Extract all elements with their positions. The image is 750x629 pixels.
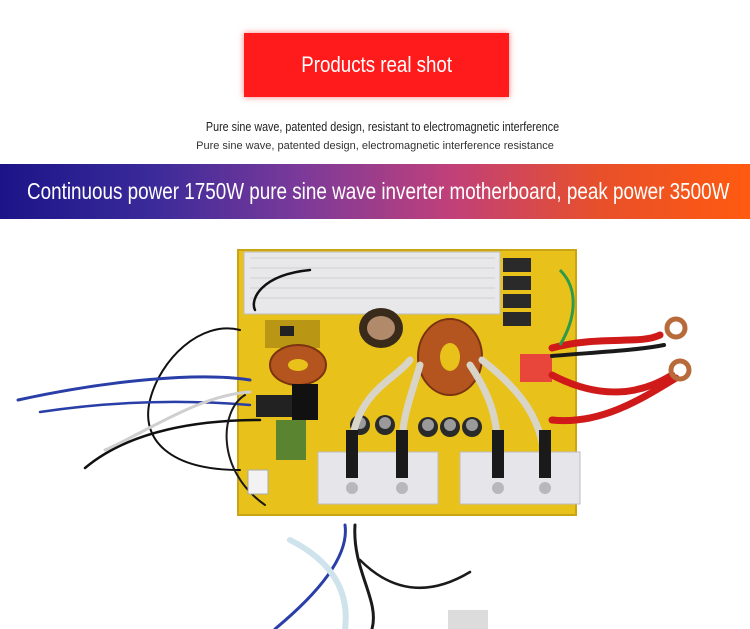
subtitle-line-1: Pure sine wave, patented design, resista… xyxy=(205,120,560,134)
heatsink-bottom-right xyxy=(459,451,581,505)
subtitle-line-2: Pure sine wave, patented design, electro… xyxy=(196,140,554,152)
heatsink-bottom-left xyxy=(317,451,439,505)
products-real-shot-badge: Products real shot xyxy=(244,33,509,97)
badge-label: Products real shot xyxy=(301,52,452,77)
banner-text: Continuous power 1750W pure sine wave in… xyxy=(27,178,730,204)
heatsink-top xyxy=(243,251,501,315)
ring-terminal-bottom xyxy=(668,358,692,382)
inverter-board-photo xyxy=(16,249,692,629)
promo-banner: Continuous power 1750W pure sine wave in… xyxy=(0,164,750,219)
ring-terminal-top xyxy=(664,316,688,340)
